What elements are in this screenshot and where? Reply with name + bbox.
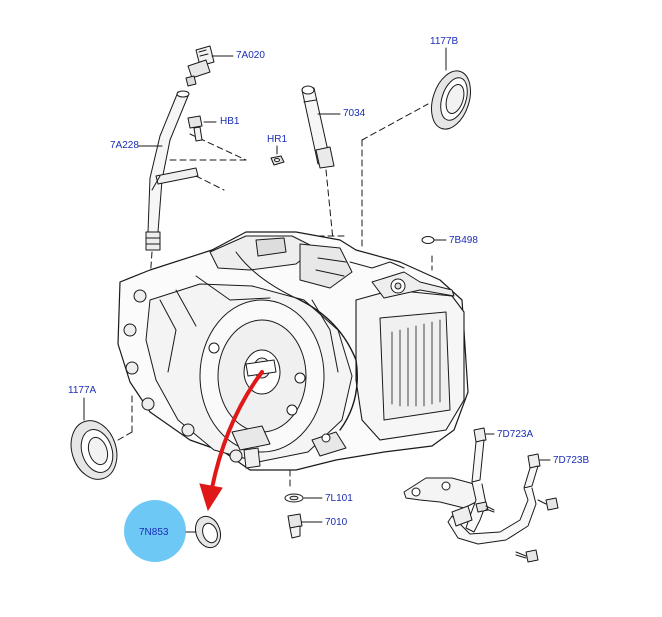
callout-7b498[interactable]: 7B498: [449, 235, 478, 246]
fitting-7d723a-part[interactable]: [471, 427, 487, 483]
bolt-hb1-part[interactable]: [187, 115, 203, 142]
seal-7n853-part[interactable]: [191, 513, 224, 551]
cooler-lines-part[interactable]: [403, 477, 537, 545]
seal-1177a-part[interactable]: [64, 415, 124, 486]
bolt-part[interactable]: [475, 501, 495, 513]
dipstick-tube-part[interactable]: [145, 90, 199, 251]
callout-hb1[interactable]: HB1: [220, 116, 240, 127]
callout-7d723a[interactable]: 7D723A: [497, 429, 534, 440]
callout-7n853[interactable]: 7N853: [139, 527, 169, 538]
seal-1177b-part[interactable]: [425, 66, 478, 134]
callout-7a228[interactable]: 7A228: [110, 140, 139, 151]
tube-7034-part[interactable]: [301, 85, 335, 169]
o-ring-7b498-part[interactable]: [421, 236, 435, 244]
callout-1177b[interactable]: 1177B: [430, 36, 459, 47]
callout-1177a[interactable]: 1177A: [68, 385, 97, 396]
callout-7010[interactable]: 7010: [325, 517, 348, 528]
drain-plug-7010-part[interactable]: [287, 513, 303, 539]
nut-hr1-part[interactable]: [270, 155, 285, 166]
callout-7l101[interactable]: 7L101: [325, 493, 353, 504]
filler-cap-part[interactable]: [185, 45, 215, 87]
bolt-part[interactable]: [537, 497, 559, 511]
callout-7a020[interactable]: 7A020: [236, 50, 265, 61]
location-arrow: [199, 370, 264, 512]
bolt-part[interactable]: [515, 549, 539, 563]
washer-7l101-part[interactable]: [284, 493, 304, 503]
callout-7d723b[interactable]: 7D723B: [553, 455, 590, 466]
fitting-7d723b-part[interactable]: [523, 453, 541, 489]
selected-part-highlight[interactable]: [124, 500, 186, 562]
callout-hr1[interactable]: HR1: [267, 134, 288, 145]
transmission-housing: [117, 231, 469, 471]
callout-7034[interactable]: 7034: [343, 108, 366, 119]
